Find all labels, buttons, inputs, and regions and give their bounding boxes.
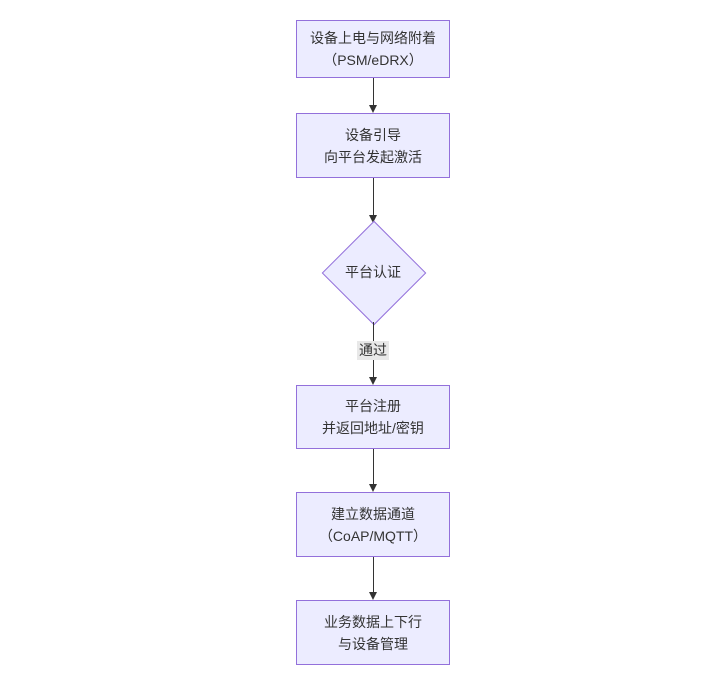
arrowhead-icon — [368, 105, 377, 113]
node-sublabel: 向平台发起激活 — [324, 148, 422, 165]
edge-line — [372, 78, 374, 106]
edge-label-pass: 通过 — [357, 341, 389, 360]
node-register: 平台注册 并返回地址/密钥 — [296, 385, 450, 449]
node-sublabel: 并返回地址/密钥 — [322, 420, 424, 436]
node-label: 业务数据上下行 — [324, 613, 422, 630]
edge-line — [372, 449, 374, 485]
node-bootstrap: 设备引导 向平台发起激活 — [296, 113, 450, 178]
edge-line — [372, 178, 374, 216]
arrowhead-icon — [368, 484, 377, 492]
node-label: 平台注册 — [345, 398, 401, 414]
node-auth-label: 平台认证 — [345, 264, 401, 280]
node-power-attach: 设备上电与网络附着 （PSM/eDRX） — [296, 20, 450, 78]
node-sublabel: （CoAP/MQTT） — [318, 527, 428, 544]
arrowhead-icon — [368, 377, 377, 385]
node-business: 业务数据上下行 与设备管理 — [296, 600, 450, 665]
node-label: 设备上电与网络附着 — [310, 30, 436, 46]
arrowhead-icon — [368, 215, 377, 223]
node-channel: 建立数据通道 （CoAP/MQTT） — [296, 492, 450, 557]
node-sublabel: （PSM/eDRX） — [323, 52, 423, 68]
edge-line — [372, 557, 374, 593]
node-label: 建立数据通道 — [331, 505, 415, 522]
arrowhead-icon — [368, 592, 377, 600]
node-label: 设备引导 — [345, 126, 401, 143]
node-sublabel: 与设备管理 — [338, 635, 408, 652]
